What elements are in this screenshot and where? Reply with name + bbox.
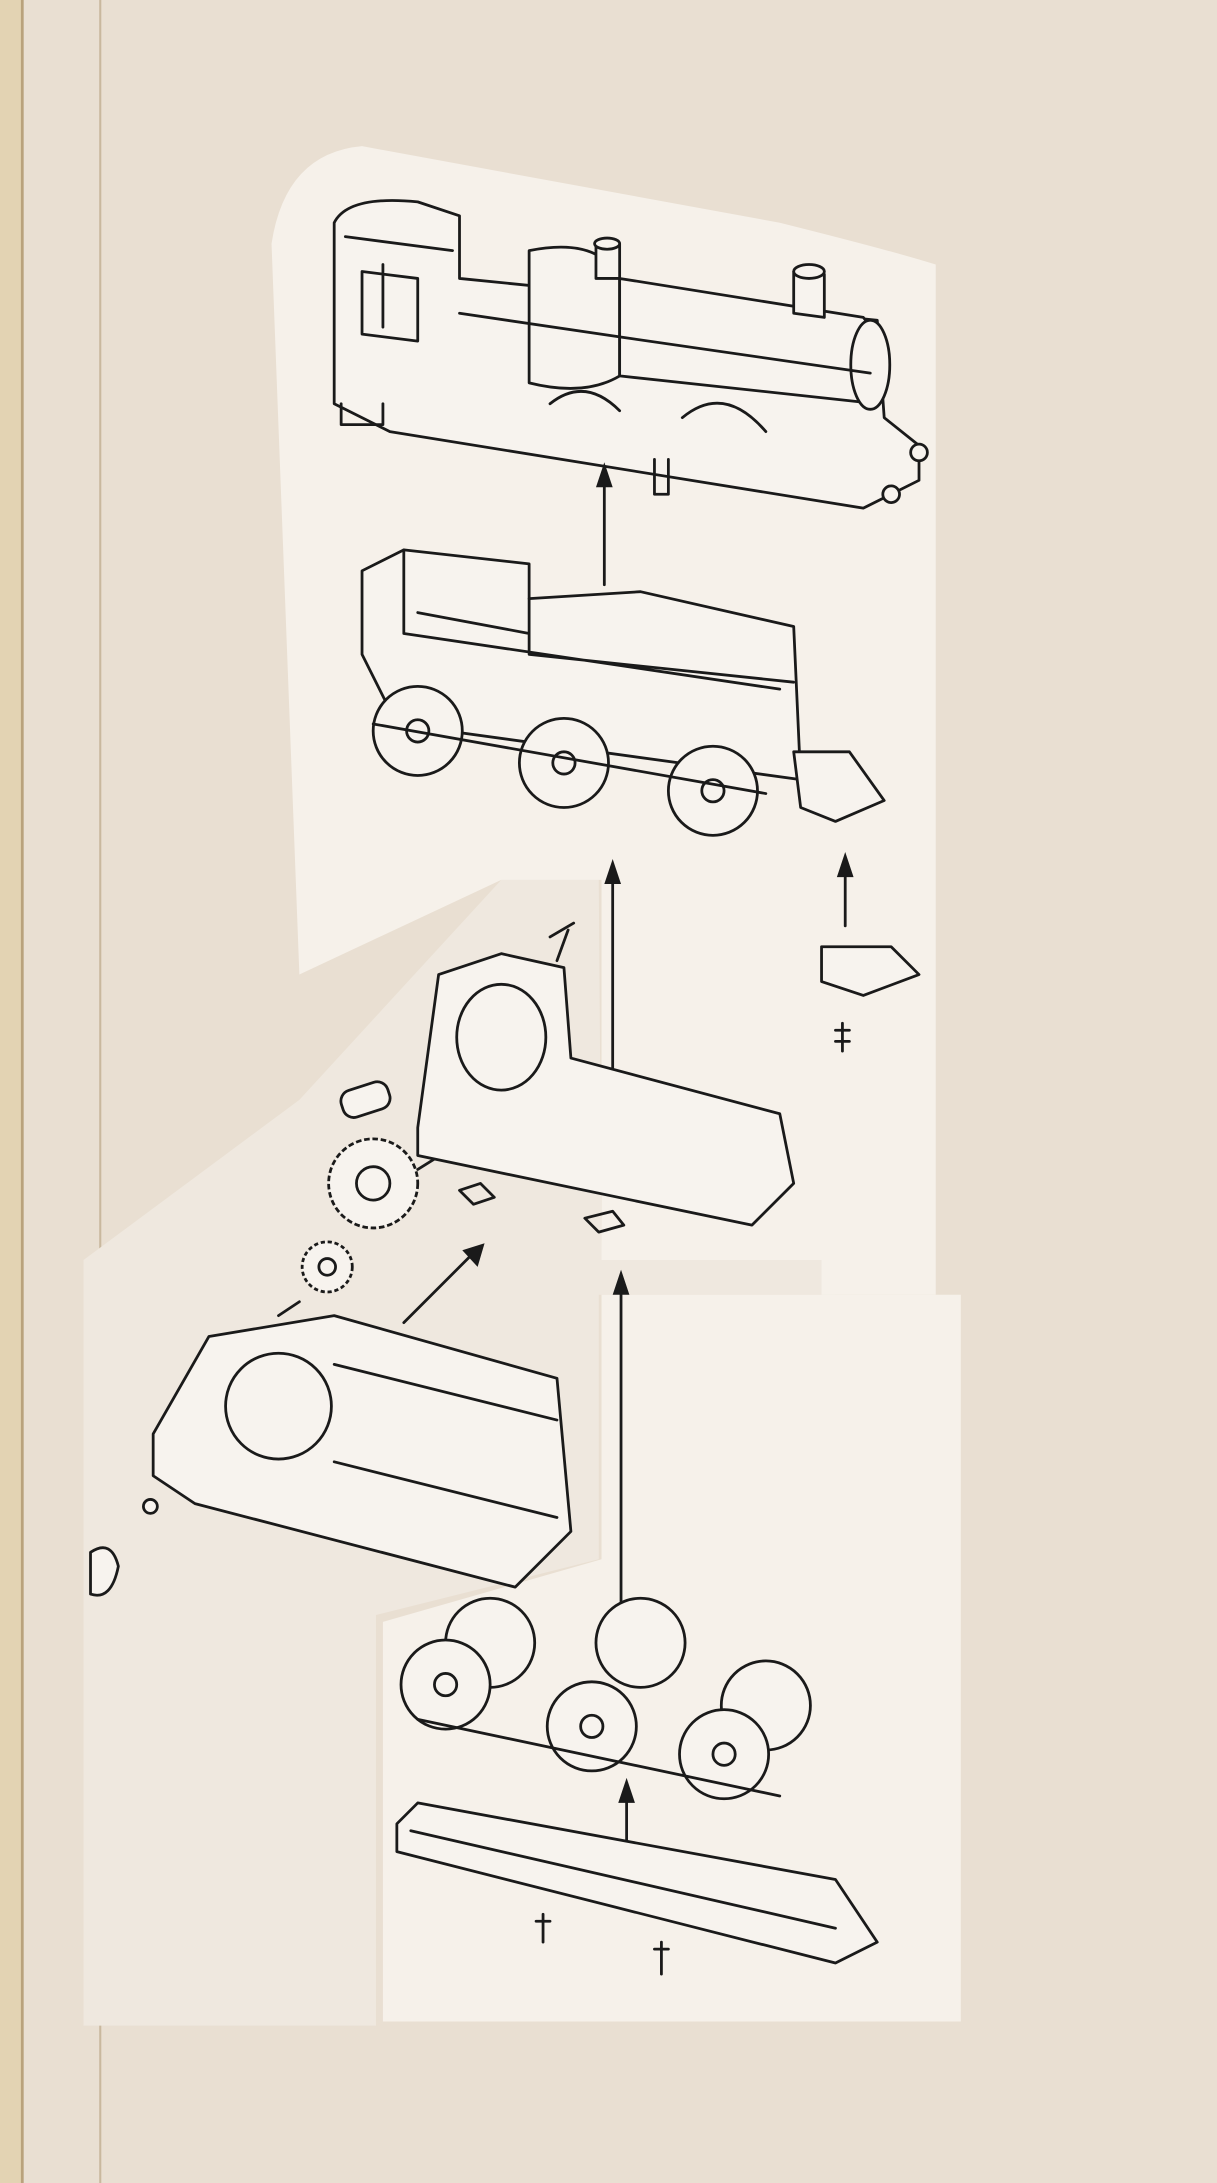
arrow-up-5: [836, 852, 854, 878]
coupling-part: [820, 945, 921, 1053]
arrow-up-2: [604, 858, 622, 885]
gear-large: [327, 1137, 420, 1230]
page-left-edge: [0, 0, 23, 2183]
arrow-up-4: [618, 1777, 635, 1803]
arrow-up-3: [612, 1269, 630, 1295]
chassis-block: [89, 1314, 573, 1597]
arrow-diag-2: [462, 1243, 485, 1267]
driving-wheel-3: [666, 744, 759, 837]
motor-housing: [339, 921, 796, 1234]
gear-small: [300, 1240, 354, 1294]
wheel-sets: [399, 1596, 812, 1801]
arrow-up-1: [595, 462, 613, 488]
motor-chassis-assembly: [360, 548, 886, 837]
keeper-plate: [395, 1801, 879, 1976]
locomotive-body-shell: [332, 199, 929, 510]
